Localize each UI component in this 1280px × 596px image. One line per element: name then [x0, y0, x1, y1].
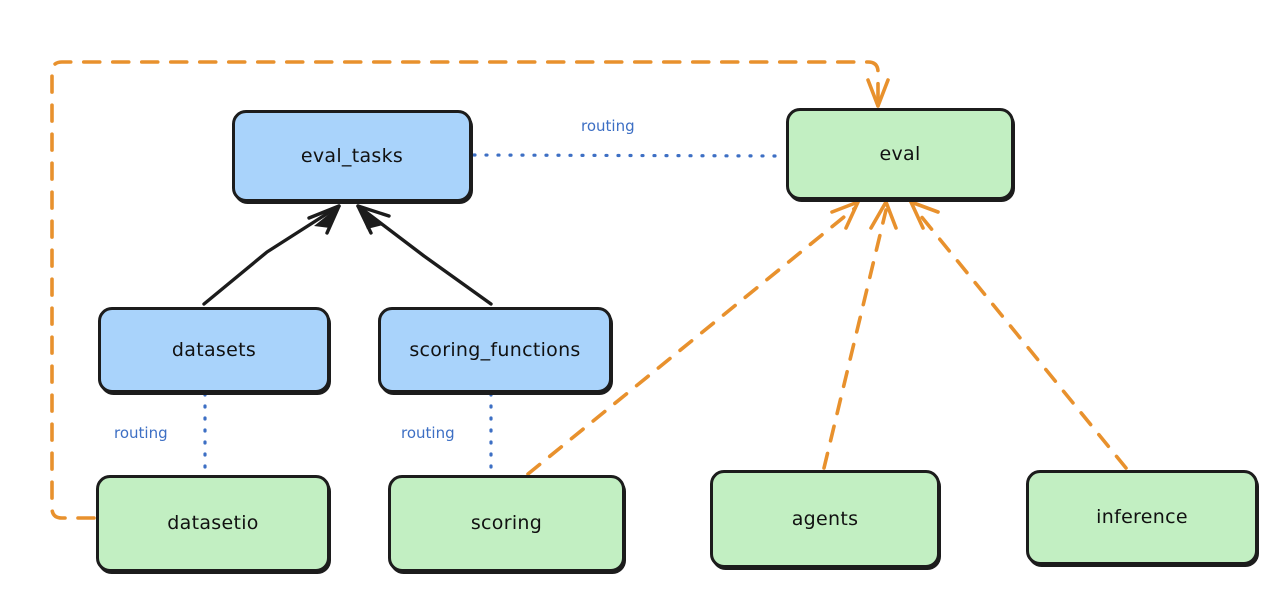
edge-scoring-functions-to-eval-tasks	[356, 204, 493, 306]
node-label: scoring_functions	[409, 338, 581, 361]
node-eval[interactable]: eval	[786, 108, 1014, 200]
node-label: scoring	[470, 512, 543, 535]
edge-label-routing-scoring-functions-scoring: routing	[398, 424, 458, 442]
node-scoring-functions[interactable]: scoring_functions	[378, 307, 612, 393]
node-datasets[interactable]: datasets	[98, 307, 330, 393]
edge-label-routing-datasets-datasetio: routing	[111, 424, 171, 442]
node-datasetio[interactable]: datasetio	[96, 475, 330, 572]
node-eval-tasks[interactable]: eval_tasks	[232, 110, 472, 202]
node-label: agents	[791, 507, 859, 530]
node-agents[interactable]: agents	[710, 470, 940, 568]
edge-agents-to-eval	[822, 200, 898, 470]
node-scoring[interactable]: scoring	[388, 475, 625, 572]
node-label: eval_tasks	[300, 144, 404, 167]
node-label: datasetio	[167, 512, 259, 535]
node-inference[interactable]: inference	[1026, 470, 1258, 565]
edge-datasets-to-eval-tasks	[202, 204, 341, 306]
edge-inference-to-eval	[909, 200, 1128, 470]
node-label: datasets	[171, 338, 257, 361]
node-label: eval	[879, 142, 921, 165]
edge-label-routing-eval-tasks-eval: routing	[578, 117, 638, 135]
edge-eval-tasks-to-eval	[472, 153, 786, 158]
node-label: inference	[1096, 506, 1188, 529]
